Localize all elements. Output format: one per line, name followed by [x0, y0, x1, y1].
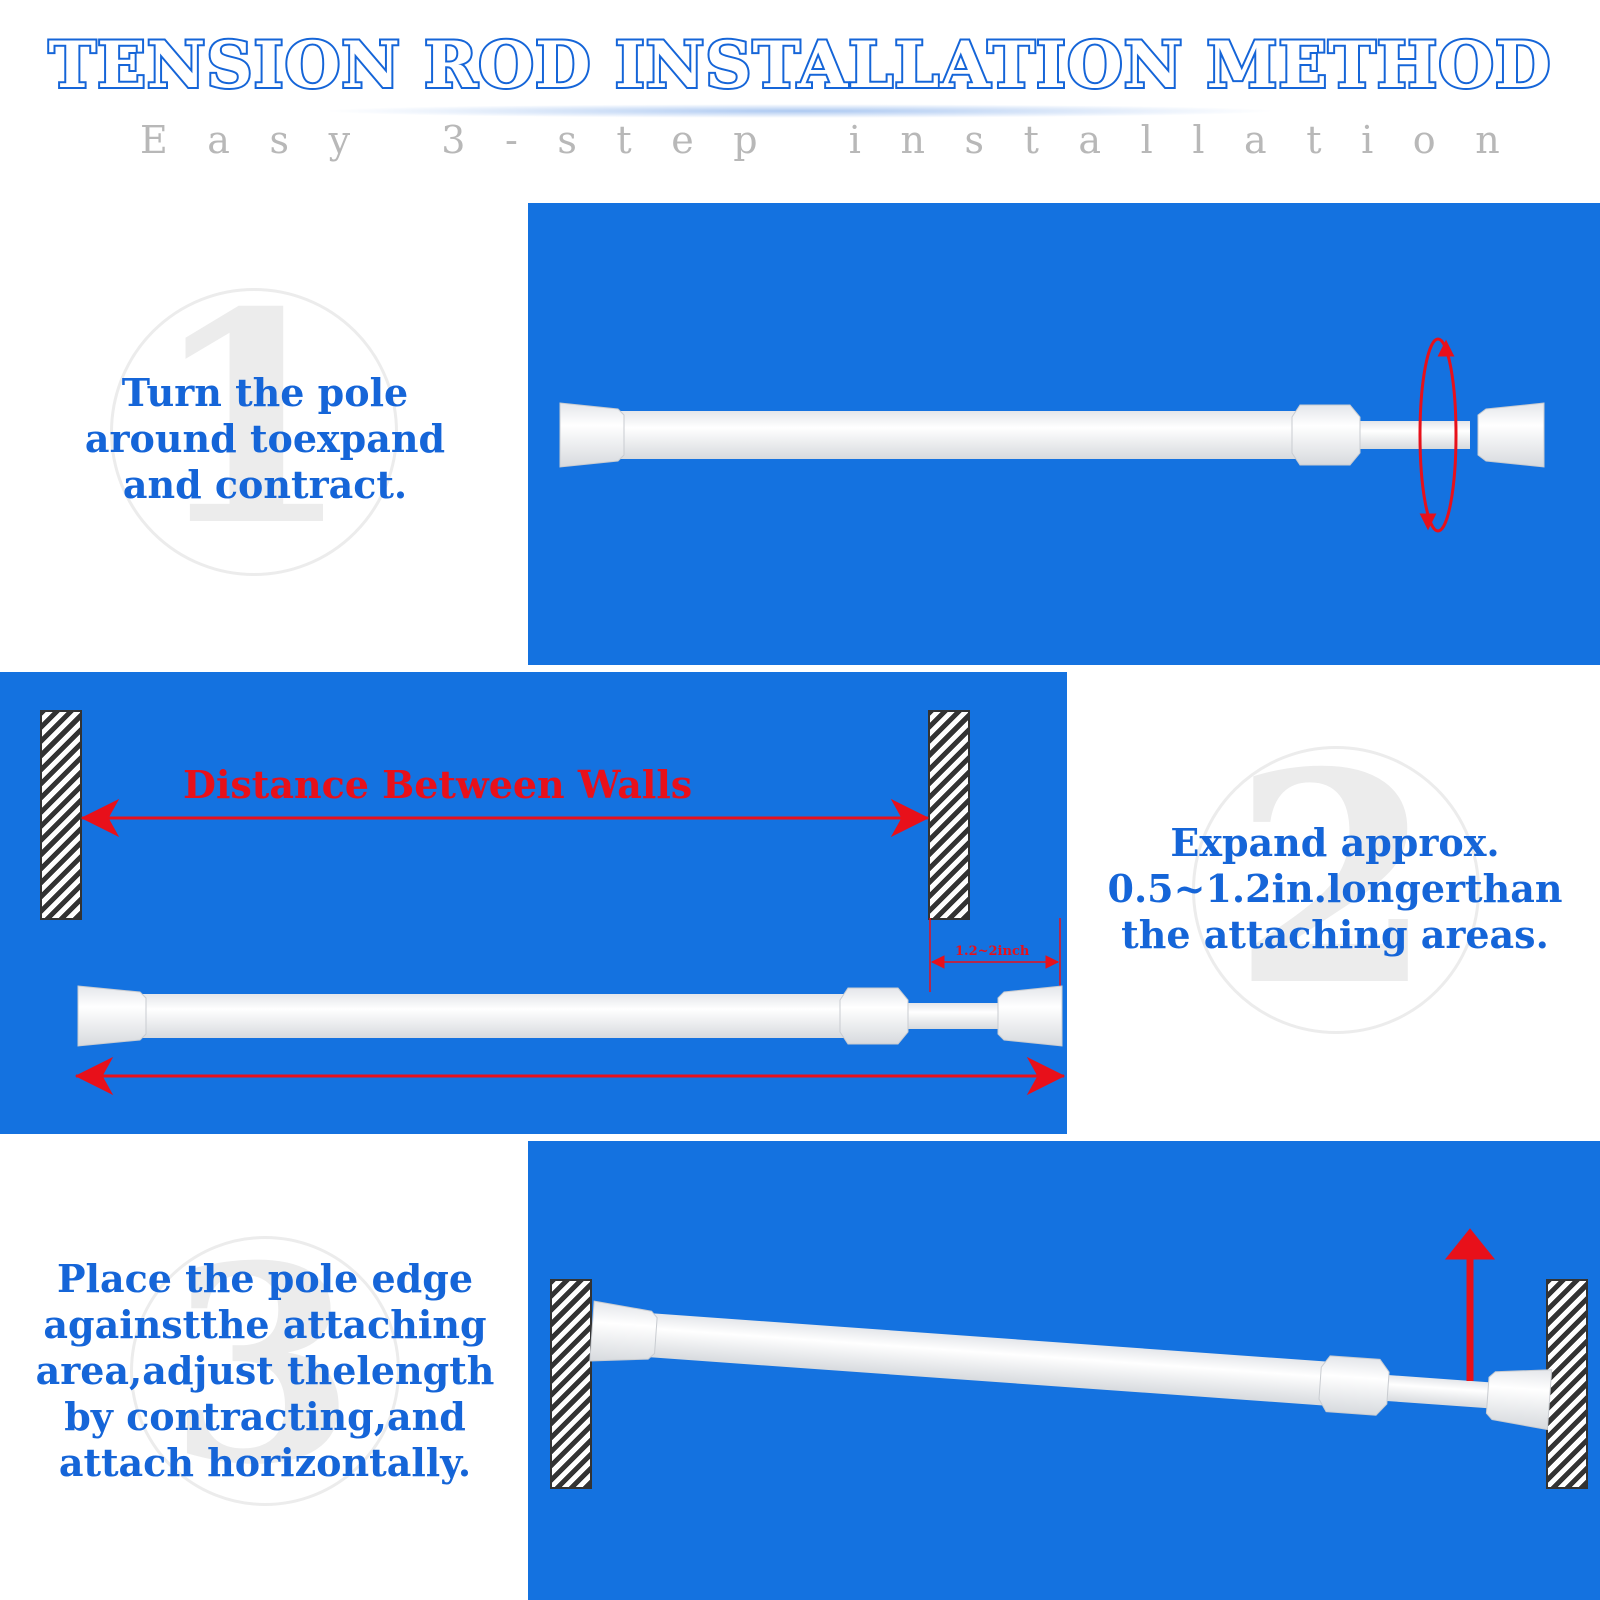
gap-measure-label: 1.2~2inch: [955, 944, 1030, 959]
subtitle-char: l: [1192, 118, 1205, 162]
distance-between-walls-label: Distance Between Walls: [183, 762, 693, 807]
rod-length-arrow: [74, 1056, 1066, 1096]
subtitle-char: i: [848, 118, 861, 162]
step-1-instructions: Turn the pole around toexpand and contra…: [84, 370, 446, 507]
title-underline-glow: [320, 104, 1280, 118]
tension-rod: [77, 985, 1063, 1047]
subtitle-char: s: [964, 118, 985, 162]
left-wall: [40, 710, 82, 920]
rotation-arrow-icon: [1418, 337, 1458, 533]
step-3-rod-illustration: [589, 1228, 1553, 1431]
subtitle-char: [797, 118, 809, 162]
subtitle-char: o: [1412, 118, 1436, 162]
subtitle-char: a: [1244, 118, 1267, 162]
step-2-number: 2: [1232, 710, 1434, 1050]
step-1-number: 1: [150, 250, 352, 590]
left-wall: [550, 1279, 592, 1489]
step-3-number: 3: [168, 1206, 356, 1524]
subtitle-char: a: [207, 118, 230, 162]
subtitle-char: n: [1475, 118, 1500, 162]
subtitle-char: i: [1361, 118, 1374, 162]
subtitle-char: t: [1306, 118, 1322, 162]
tension-rod: [559, 402, 1545, 468]
subtitle-char: [390, 118, 402, 162]
subtitle-char: t: [616, 118, 632, 162]
step-3-number-badge: [130, 1236, 400, 1506]
subtitle-char: a: [1078, 118, 1102, 162]
subtitle-char: 3: [441, 118, 466, 162]
tilted-tension-rod: [589, 1300, 1553, 1431]
step-1-panel: [528, 203, 1600, 665]
up-arrow-icon: [1444, 1228, 1496, 1381]
right-wall: [928, 710, 970, 920]
subtitle-char: l: [1140, 118, 1153, 162]
gap-measure-arrow: [929, 918, 1061, 992]
subtitle-char: e: [671, 118, 694, 162]
step-2-panel: [0, 672, 1067, 1134]
subtitle-char: t: [1023, 118, 1039, 162]
step-3-instructions: Place the pole edge againstthe attaching…: [35, 1256, 495, 1485]
wall-distance-arrow: [80, 798, 930, 838]
step-1-rod-illustration: [559, 337, 1545, 533]
step-2-number-badge: [1192, 746, 1480, 1034]
subtitle-char: y: [328, 118, 351, 162]
page-title: TENSION ROD INSTALLATION METHOD: [47, 26, 1553, 105]
subtitle-char: n: [900, 118, 925, 162]
step-2-instructions: Expand approx. 0.5~1.2in.longerthan the …: [1107, 820, 1563, 957]
subtitle-char: E: [140, 118, 168, 162]
subtitle-char: p: [733, 118, 758, 162]
subtitle-char: s: [557, 118, 577, 162]
subtitle-char: -: [504, 118, 518, 162]
step-1-number-badge: [110, 288, 398, 576]
subtitle-char: s: [269, 118, 290, 162]
step-2-diagram: [74, 798, 1066, 1096]
right-wall: [1546, 1279, 1588, 1489]
step-3-panel: [528, 1141, 1600, 1600]
